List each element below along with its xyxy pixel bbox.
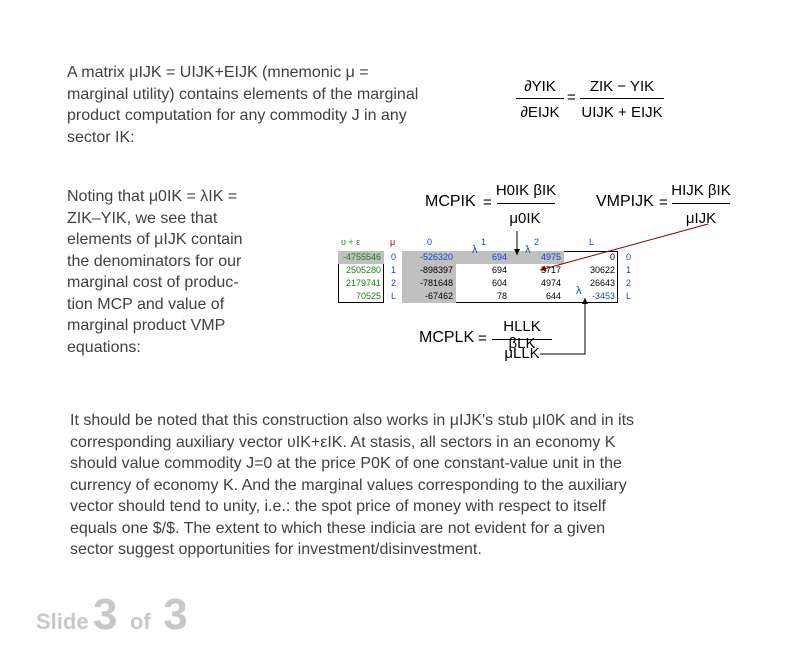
right-index: L xyxy=(626,291,632,301)
eq1-equals: = xyxy=(567,89,576,106)
vmp-denominator: μIJK xyxy=(685,210,717,227)
text-line: equals one $/$. The extent to which thes… xyxy=(70,519,606,537)
matrix-cell: 26643 xyxy=(589,278,615,288)
text-line: equations: xyxy=(67,338,141,356)
matrix-cell: -3453 xyxy=(591,291,615,301)
mcp-lk-lhs: MCPLK xyxy=(419,329,475,346)
right-index: 2 xyxy=(626,278,632,288)
text-line: vector should tend to unity, i.e.: the s… xyxy=(70,498,606,515)
text-line: the denominators for our xyxy=(67,252,242,270)
matrix-cell: 78 xyxy=(496,291,507,301)
of-word: of xyxy=(129,609,151,634)
text-line: elements of μIJK contain xyxy=(67,231,243,248)
eq1-right-fraction-bar xyxy=(580,98,664,99)
matrix-cell: -526320 xyxy=(419,252,453,262)
lambda-marker: λ xyxy=(576,285,582,297)
stub-column-shade xyxy=(402,251,456,303)
row-index: L xyxy=(391,291,397,301)
eq1-right-denominator: UIJK + EIJK xyxy=(581,104,663,121)
col-header-1: 1 xyxy=(481,237,487,247)
stub-row-shade xyxy=(456,251,564,264)
mcp-ik-lhs: MCPIK xyxy=(425,193,476,210)
text-line: marginal product VMP xyxy=(67,317,226,334)
right-index: 1 xyxy=(626,265,632,275)
matrix-cell: 5717 xyxy=(540,265,561,275)
intro-paragraph: A matrix μIJK = UIJK+EIJK (mnemonic μ = … xyxy=(67,62,487,148)
vmp-equals: = xyxy=(659,194,668,211)
slide-counter: Slide 3 of 3 xyxy=(36,590,188,640)
text-line: A matrix μIJK = UIJK+EIJK (mnemonic μ = xyxy=(67,64,369,81)
lambda-marker: λ xyxy=(525,244,531,256)
total-slide-number: 3 xyxy=(163,590,188,639)
aux-vector-cell: 2505280 xyxy=(345,265,381,275)
matrix-cell: 694 xyxy=(491,252,507,262)
matrix-cell: -67462 xyxy=(424,291,453,301)
text-line: It should be noted that this constructio… xyxy=(70,412,635,429)
col-header-0: 0 xyxy=(427,237,433,247)
matrix-cell: 4975 xyxy=(540,252,561,262)
matrix-cell: 4974 xyxy=(540,278,561,288)
lambda-marker: λ xyxy=(472,244,478,256)
mcp-lk-equals: = xyxy=(478,330,487,347)
text-line: marginal cost of produc- xyxy=(67,274,239,291)
text-line: corresponding auxiliary vector υIK+εIK. … xyxy=(70,433,616,451)
matrix-cell: -781648 xyxy=(419,278,453,288)
text-line: currency of economy K. And the marginal … xyxy=(70,476,627,494)
noting-paragraph: Noting that μ0IK = λIK = ZIK–YIK, we see… xyxy=(67,186,277,358)
text-line: sector suggest opportunities for investm… xyxy=(70,541,482,558)
mcp-ik-equals: = xyxy=(483,194,492,211)
col-header-2: 2 xyxy=(534,237,540,247)
matrix-cell: 30622 xyxy=(589,265,615,275)
aux-vector-cell: -4755546 xyxy=(338,251,384,264)
aux-vector-cell: 2179741 xyxy=(345,278,381,288)
mcp-lk-arrow xyxy=(540,298,588,355)
matrix-cell: 0 xyxy=(609,252,615,262)
matrix-cell: 694 xyxy=(491,265,507,275)
text-line: product computation for any commodity J … xyxy=(67,107,407,124)
stasis-paragraph: It should be noted that this constructio… xyxy=(70,410,730,561)
vmp-numerator: HIJK βIK xyxy=(671,182,731,199)
vmp-fraction-bar xyxy=(672,203,730,204)
aux-vector-cell: 70525 xyxy=(355,291,381,301)
text-line: should value commodity J=0 at the price … xyxy=(70,455,622,472)
text-line: tion MCP and value of xyxy=(67,295,225,313)
matrix-cell: -898397 xyxy=(419,265,453,275)
right-index: 0 xyxy=(626,252,632,262)
row-index: 1 xyxy=(391,265,397,275)
text-line: marginal utility) contains elements of t… xyxy=(67,85,419,103)
mcp-lk-fraction-bar xyxy=(492,339,552,340)
current-slide-number: 3 xyxy=(93,590,118,639)
vmp-lhs: VMPIJK xyxy=(596,193,654,210)
upsilon-epsilon-header: υ + ε xyxy=(341,237,361,247)
eq1-numerator: ∂YIK xyxy=(524,78,556,95)
mcp-ik-numerator: H0IK βIK xyxy=(495,182,557,199)
mcp-ik-denominator: μ0IK xyxy=(509,210,541,227)
col-header-L: L xyxy=(589,237,595,247)
vmp-arrow xyxy=(539,223,709,272)
row-index: 2 xyxy=(391,278,397,288)
mcp-ik-fraction-bar xyxy=(497,203,555,204)
matrix-cell: 644 xyxy=(545,291,561,301)
row-index: 0 xyxy=(391,252,397,262)
text-line: Noting that μ0IK = λIK = xyxy=(67,188,238,205)
matrix-cell: 604 xyxy=(491,278,507,288)
mu-header: μ xyxy=(390,237,396,247)
eq1-denominator: ∂EIJK xyxy=(520,104,560,121)
eq1-right-numerator: ZIK − YIK xyxy=(589,78,655,95)
eq1-fraction-bar xyxy=(516,98,564,99)
mcp-lk-denominator: μLLK xyxy=(504,345,540,362)
text-line: ZIK–YIK, we see that xyxy=(67,209,218,227)
text-line: sector IK: xyxy=(67,128,135,146)
slide-word: Slide xyxy=(36,609,89,634)
